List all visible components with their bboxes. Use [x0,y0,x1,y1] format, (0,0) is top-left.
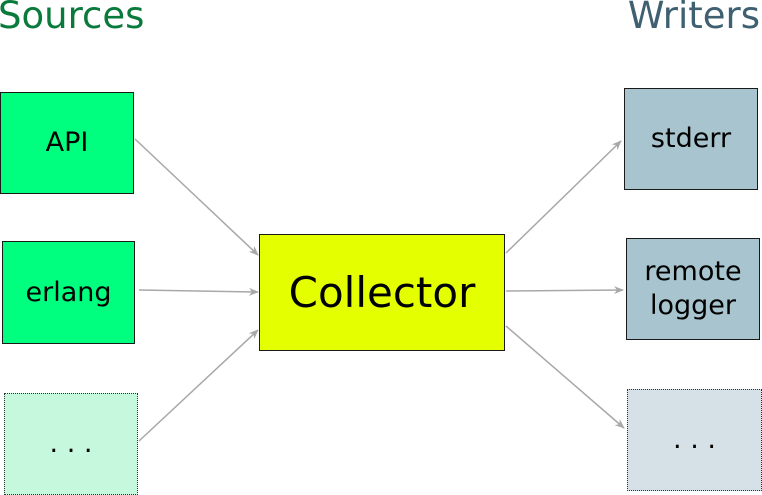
writers-heading: Writers [627,0,760,37]
node-stderr: stderr [624,88,758,190]
node-remote-logger: remote logger [626,238,760,340]
node-collector: Collector [259,234,505,351]
node-api-label: API [45,127,89,158]
edge-collector-remote [505,286,624,295]
edge-source-more-collector [138,329,259,442]
node-collector-label: Collector [288,267,476,317]
node-source-more-label: . . . [49,428,93,459]
edge-collector-stderr [505,140,622,254]
node-remote-logger-label: remote logger [644,256,742,321]
node-stderr-label: stderr [650,123,732,154]
node-api: API [0,92,134,194]
sources-heading: Sources [0,0,145,37]
node-erlang: erlang [2,241,135,344]
node-writer-more-label: . . . [673,424,716,455]
edge-api-collector [134,138,259,256]
node-erlang-label: erlang [25,276,112,308]
edge-erlang-collector [138,287,259,296]
node-source-more: . . . [4,393,138,495]
edge-collector-writer-more [505,325,625,429]
node-writer-more: . . . [627,389,762,491]
